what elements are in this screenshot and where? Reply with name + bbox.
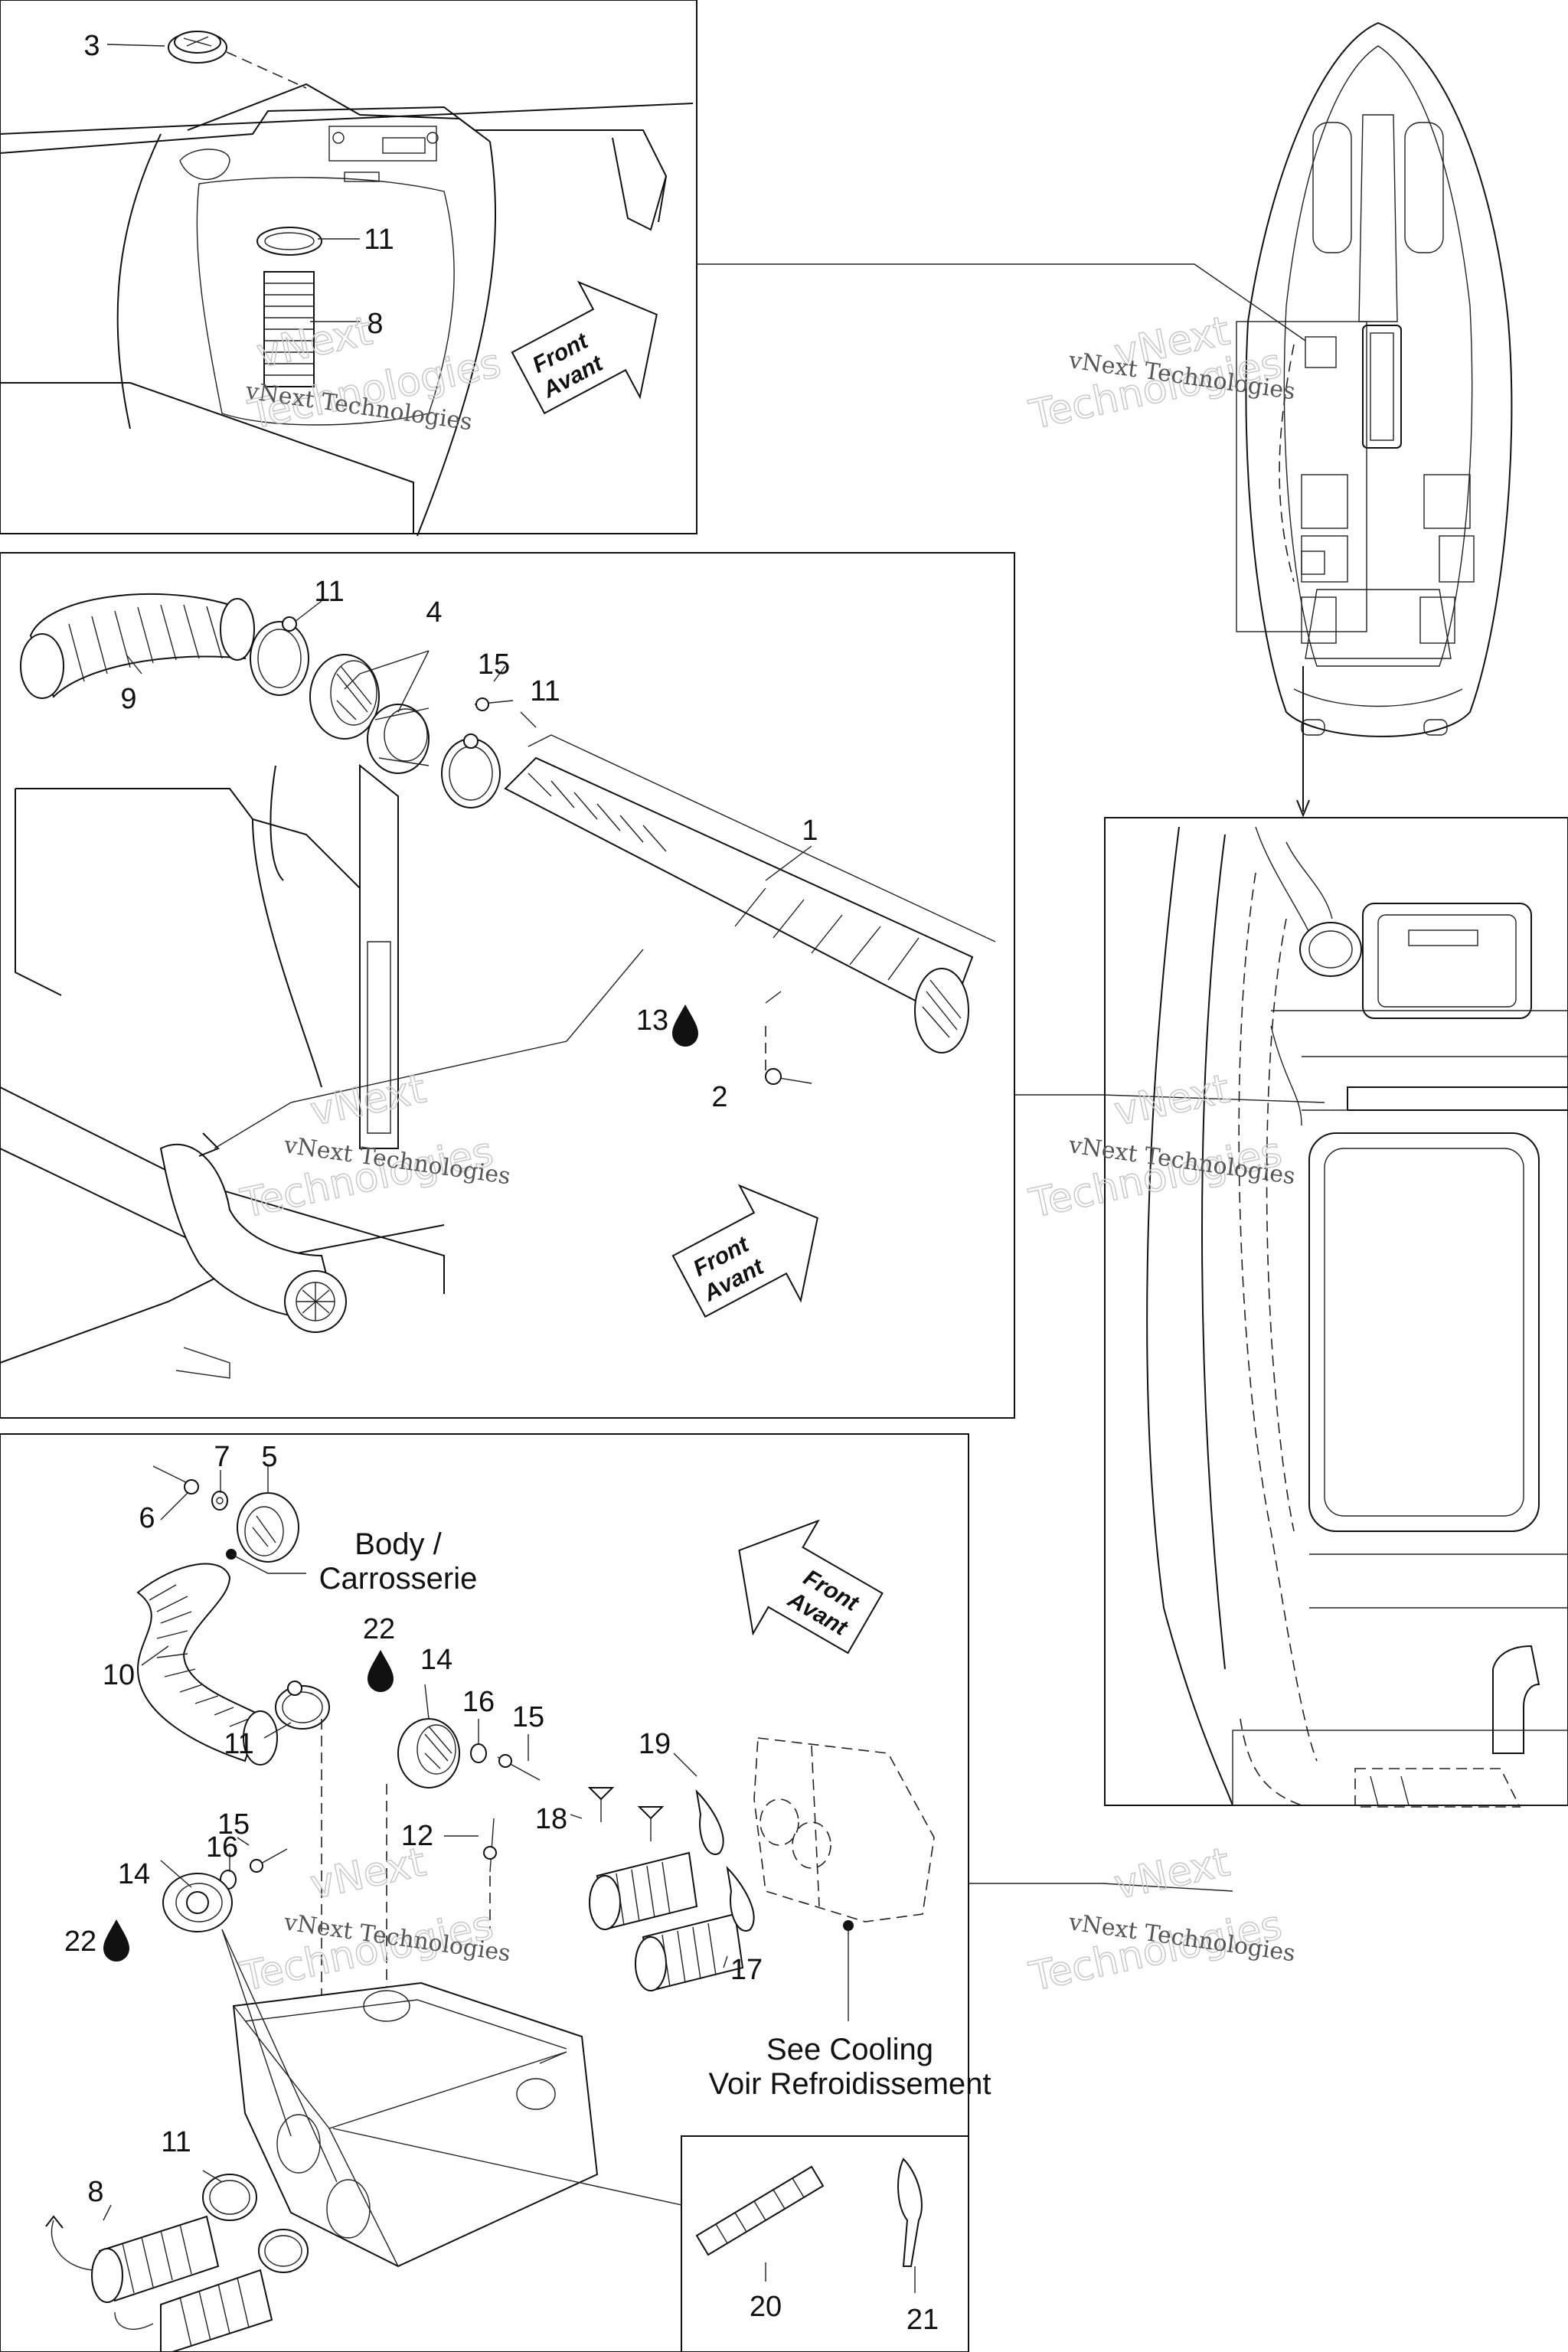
callout-15: 15 (512, 1701, 544, 1733)
watermark-middle: vNext Technologies vNext Technologies (237, 1066, 512, 1228)
callout-19: 19 (639, 1728, 671, 1760)
part-18-screws (587, 1787, 665, 1841)
note-carrosserie: Carrosserie (319, 1562, 478, 1596)
panel-bottom-left-frame (0, 1433, 969, 2352)
callout-9: 9 (120, 683, 136, 715)
panel-top-left-frame (0, 0, 697, 534)
part-15-rivet-a (497, 1754, 541, 1781)
callout-22: 22 (363, 1613, 395, 1645)
sealant-drop-icon (672, 1004, 698, 1047)
cooling-box (753, 1737, 935, 1931)
svg-text:vNext: vNext (306, 1066, 430, 1135)
elbow-duct (159, 1143, 347, 1333)
part-11-clamp-mid-a (250, 616, 309, 696)
part-6-screw (152, 1465, 199, 1494)
storage-bin (232, 1981, 599, 2268)
part-11-clamp-bot-b (202, 2174, 257, 2221)
panel-bottom-small-frame (681, 2135, 969, 2352)
callout-5: 5 (261, 1441, 277, 1473)
part-8-hose-bottom (91, 2215, 273, 2352)
note-body: Body / (354, 1527, 442, 1561)
panel-hose-assembly: 11 4 15 11 1 9 13 2 Front Avant (0, 576, 1325, 1379)
callout-4: 4 (426, 596, 442, 629)
part-3-cap (168, 31, 307, 89)
front-arrow-bottom: Front Avant (738, 1519, 884, 1655)
part-11-clamp-bot-a (275, 1681, 330, 1730)
callout-16: 16 (206, 1831, 238, 1864)
callout-2: 2 (711, 1081, 727, 1113)
part-7-washer (211, 1491, 228, 1511)
part-8-hose-top (263, 271, 315, 387)
watermark-right-mid: vNext Technologies vNext Technologies (1025, 1066, 1297, 1228)
part-11-clamp-top (256, 227, 322, 256)
part-4-vent-grille (309, 654, 380, 740)
callout-12: 12 (401, 1820, 433, 1852)
part-12-rivet (483, 1818, 497, 1929)
callout-11: 11 (224, 1728, 253, 1760)
panel-middle-left-frame (0, 552, 1015, 1419)
part-1-hose (504, 734, 996, 1054)
part-9-hose (20, 593, 255, 699)
part-10-hose (136, 1563, 278, 1766)
callout-11: 11 (314, 576, 344, 608)
callout-14: 14 (118, 1858, 150, 1890)
note-see-cooling: See Cooling (766, 2033, 933, 2066)
callout-22: 22 (64, 1926, 96, 1958)
panel-storage-bin: Body / Carrosserie (45, 1441, 1233, 2352)
callout-16: 16 (462, 1686, 495, 1718)
panel-right-detail (1146, 826, 1568, 1808)
part-2-rivet (765, 1026, 812, 1085)
part-20-sleeve (695, 2165, 825, 2256)
svg-text:vNext: vNext (1110, 1839, 1233, 1908)
part-5-vent (237, 1492, 299, 1563)
callout-3: 3 (83, 30, 100, 62)
callout-1: 1 (802, 815, 818, 847)
front-arrow-top: Front Avant (511, 280, 658, 415)
part-11-clamp-bot-c (258, 2229, 309, 2273)
callout-21: 21 (906, 2304, 939, 2336)
note-voir-refroidissement: Voir Refroidissement (708, 2067, 991, 2101)
svg-text:vNext: vNext (306, 1839, 430, 1908)
callout-11: 11 (530, 675, 560, 707)
watermark-right-bottom: vNext Technologies vNext Technologies (1025, 1839, 1297, 2001)
part-15-rivet-b (250, 1848, 288, 1873)
watercraft-top-view (697, 21, 1513, 818)
callout-8: 8 (87, 2176, 103, 2208)
callout-13: 13 (636, 1004, 668, 1037)
part-4-vent-ring (367, 704, 430, 774)
callout-17: 17 (730, 1954, 763, 1986)
part-21-cable-tie (897, 2158, 923, 2267)
sealant-drop-icon (368, 1650, 394, 1692)
callout-11: 11 (364, 224, 394, 256)
callout-7: 7 (214, 1441, 230, 1473)
part-16-washer-a (470, 1743, 487, 1763)
callout-10: 10 (103, 1659, 135, 1691)
callout-6: 6 (139, 1502, 155, 1534)
callout-15: 15 (478, 648, 510, 681)
part-17-hoses (589, 1851, 744, 1992)
sealant-drop-icon (103, 1919, 129, 1962)
callout-15: 15 (217, 1808, 250, 1841)
svg-text:vNext: vNext (1110, 1066, 1233, 1135)
part-14-vent-a (397, 1718, 460, 1788)
callout-20: 20 (750, 2291, 782, 2323)
callout-8: 8 (367, 308, 383, 340)
part-15-rivet-mid (474, 697, 514, 711)
front-arrow-mid: Front Avant (671, 1184, 818, 1318)
callout-14: 14 (420, 1644, 452, 1676)
part-14-vent-b (162, 1873, 233, 1932)
part-11-clamp-mid-b (441, 733, 501, 808)
callout-11: 11 (161, 2126, 191, 2158)
part-19-cable-ties (695, 1789, 755, 1932)
callout-18: 18 (535, 1803, 567, 1835)
panel-console-hatch: 3 11 8 Front Avant (0, 30, 694, 537)
watermark-bottom: vNext Technologies vNext Technologies (237, 1839, 512, 2001)
